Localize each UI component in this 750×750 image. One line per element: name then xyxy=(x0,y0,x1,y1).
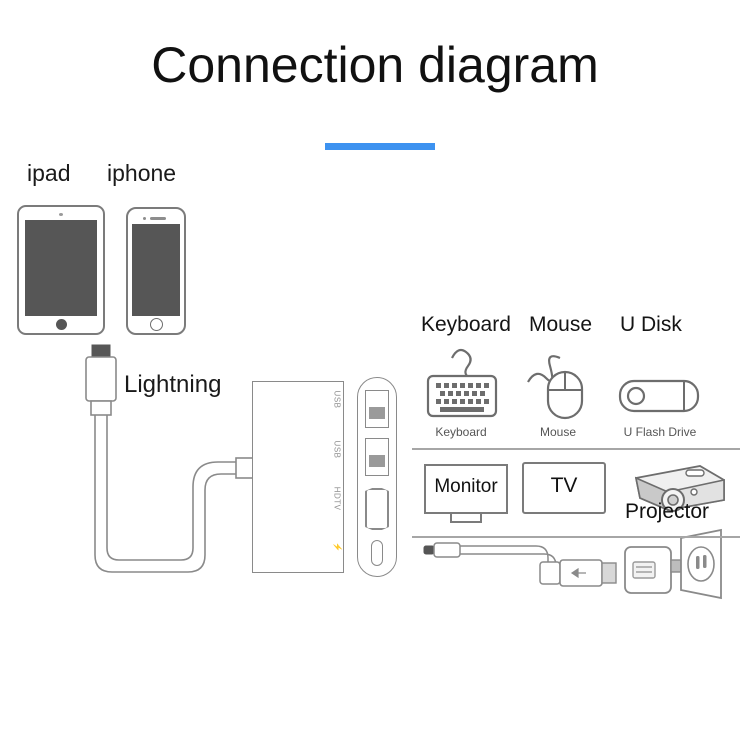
usb-flash-drive-icon xyxy=(618,379,700,413)
tv-icon xyxy=(522,462,606,514)
mouse-caption: Mouse xyxy=(539,425,577,439)
monitor-icon xyxy=(424,464,508,514)
udisk-heading: U Disk xyxy=(620,313,682,336)
usb-a-port-2 xyxy=(365,438,389,476)
lightning-hub-adapter: USB USB HDTV ⚡ xyxy=(252,381,344,573)
iphone-label: iphone xyxy=(107,160,177,186)
iphone-home-button xyxy=(149,318,163,331)
ipad-camera-dot xyxy=(59,213,63,216)
ipad-label: ipad xyxy=(27,160,71,186)
power-cable xyxy=(423,542,617,587)
hub-label-power: ⚡ xyxy=(332,542,342,553)
lightning-connector-label: Lightning xyxy=(124,371,222,398)
iphone-screen xyxy=(132,224,180,316)
keyboard-caption: Keyboard xyxy=(435,425,487,439)
hub-label-usb-2: USB xyxy=(332,440,342,459)
lightning-connector-icon xyxy=(85,344,117,416)
udisk-caption: U Flash Drive xyxy=(623,425,697,439)
hdmi-port xyxy=(365,488,389,530)
wall-outlet-icon xyxy=(680,528,722,600)
hub-port-strip xyxy=(357,377,397,577)
keyboard-icon xyxy=(426,348,498,418)
monitor-label: Monitor xyxy=(434,476,498,497)
keyboard-heading: Keyboard xyxy=(421,313,511,336)
iphone-camera-dot xyxy=(143,217,146,220)
mouse-heading: Mouse xyxy=(529,313,593,336)
power-adapter-icon xyxy=(624,546,682,594)
ipad-illustration xyxy=(17,205,105,335)
iphone-illustration xyxy=(126,207,186,335)
usb-a-port-1 xyxy=(365,390,389,428)
title-accent-bar xyxy=(325,143,435,150)
tv-label: TV xyxy=(550,474,578,497)
hub-label-usb-1: USB xyxy=(332,390,342,409)
page-title: Connection diagram xyxy=(151,37,599,93)
lightning-cable xyxy=(94,415,236,573)
ipad-home-button xyxy=(55,319,67,330)
projector-label: Projector xyxy=(625,500,710,523)
panel-divider-bottom xyxy=(412,536,740,538)
monitor-stand xyxy=(450,514,482,523)
iphone-speaker-slot xyxy=(150,217,166,220)
panel-divider-top xyxy=(412,448,740,450)
ipad-screen xyxy=(25,220,97,316)
mouse-icon xyxy=(527,355,584,420)
power-port xyxy=(371,540,383,566)
hub-label-hdtv: HDTV xyxy=(332,486,342,511)
